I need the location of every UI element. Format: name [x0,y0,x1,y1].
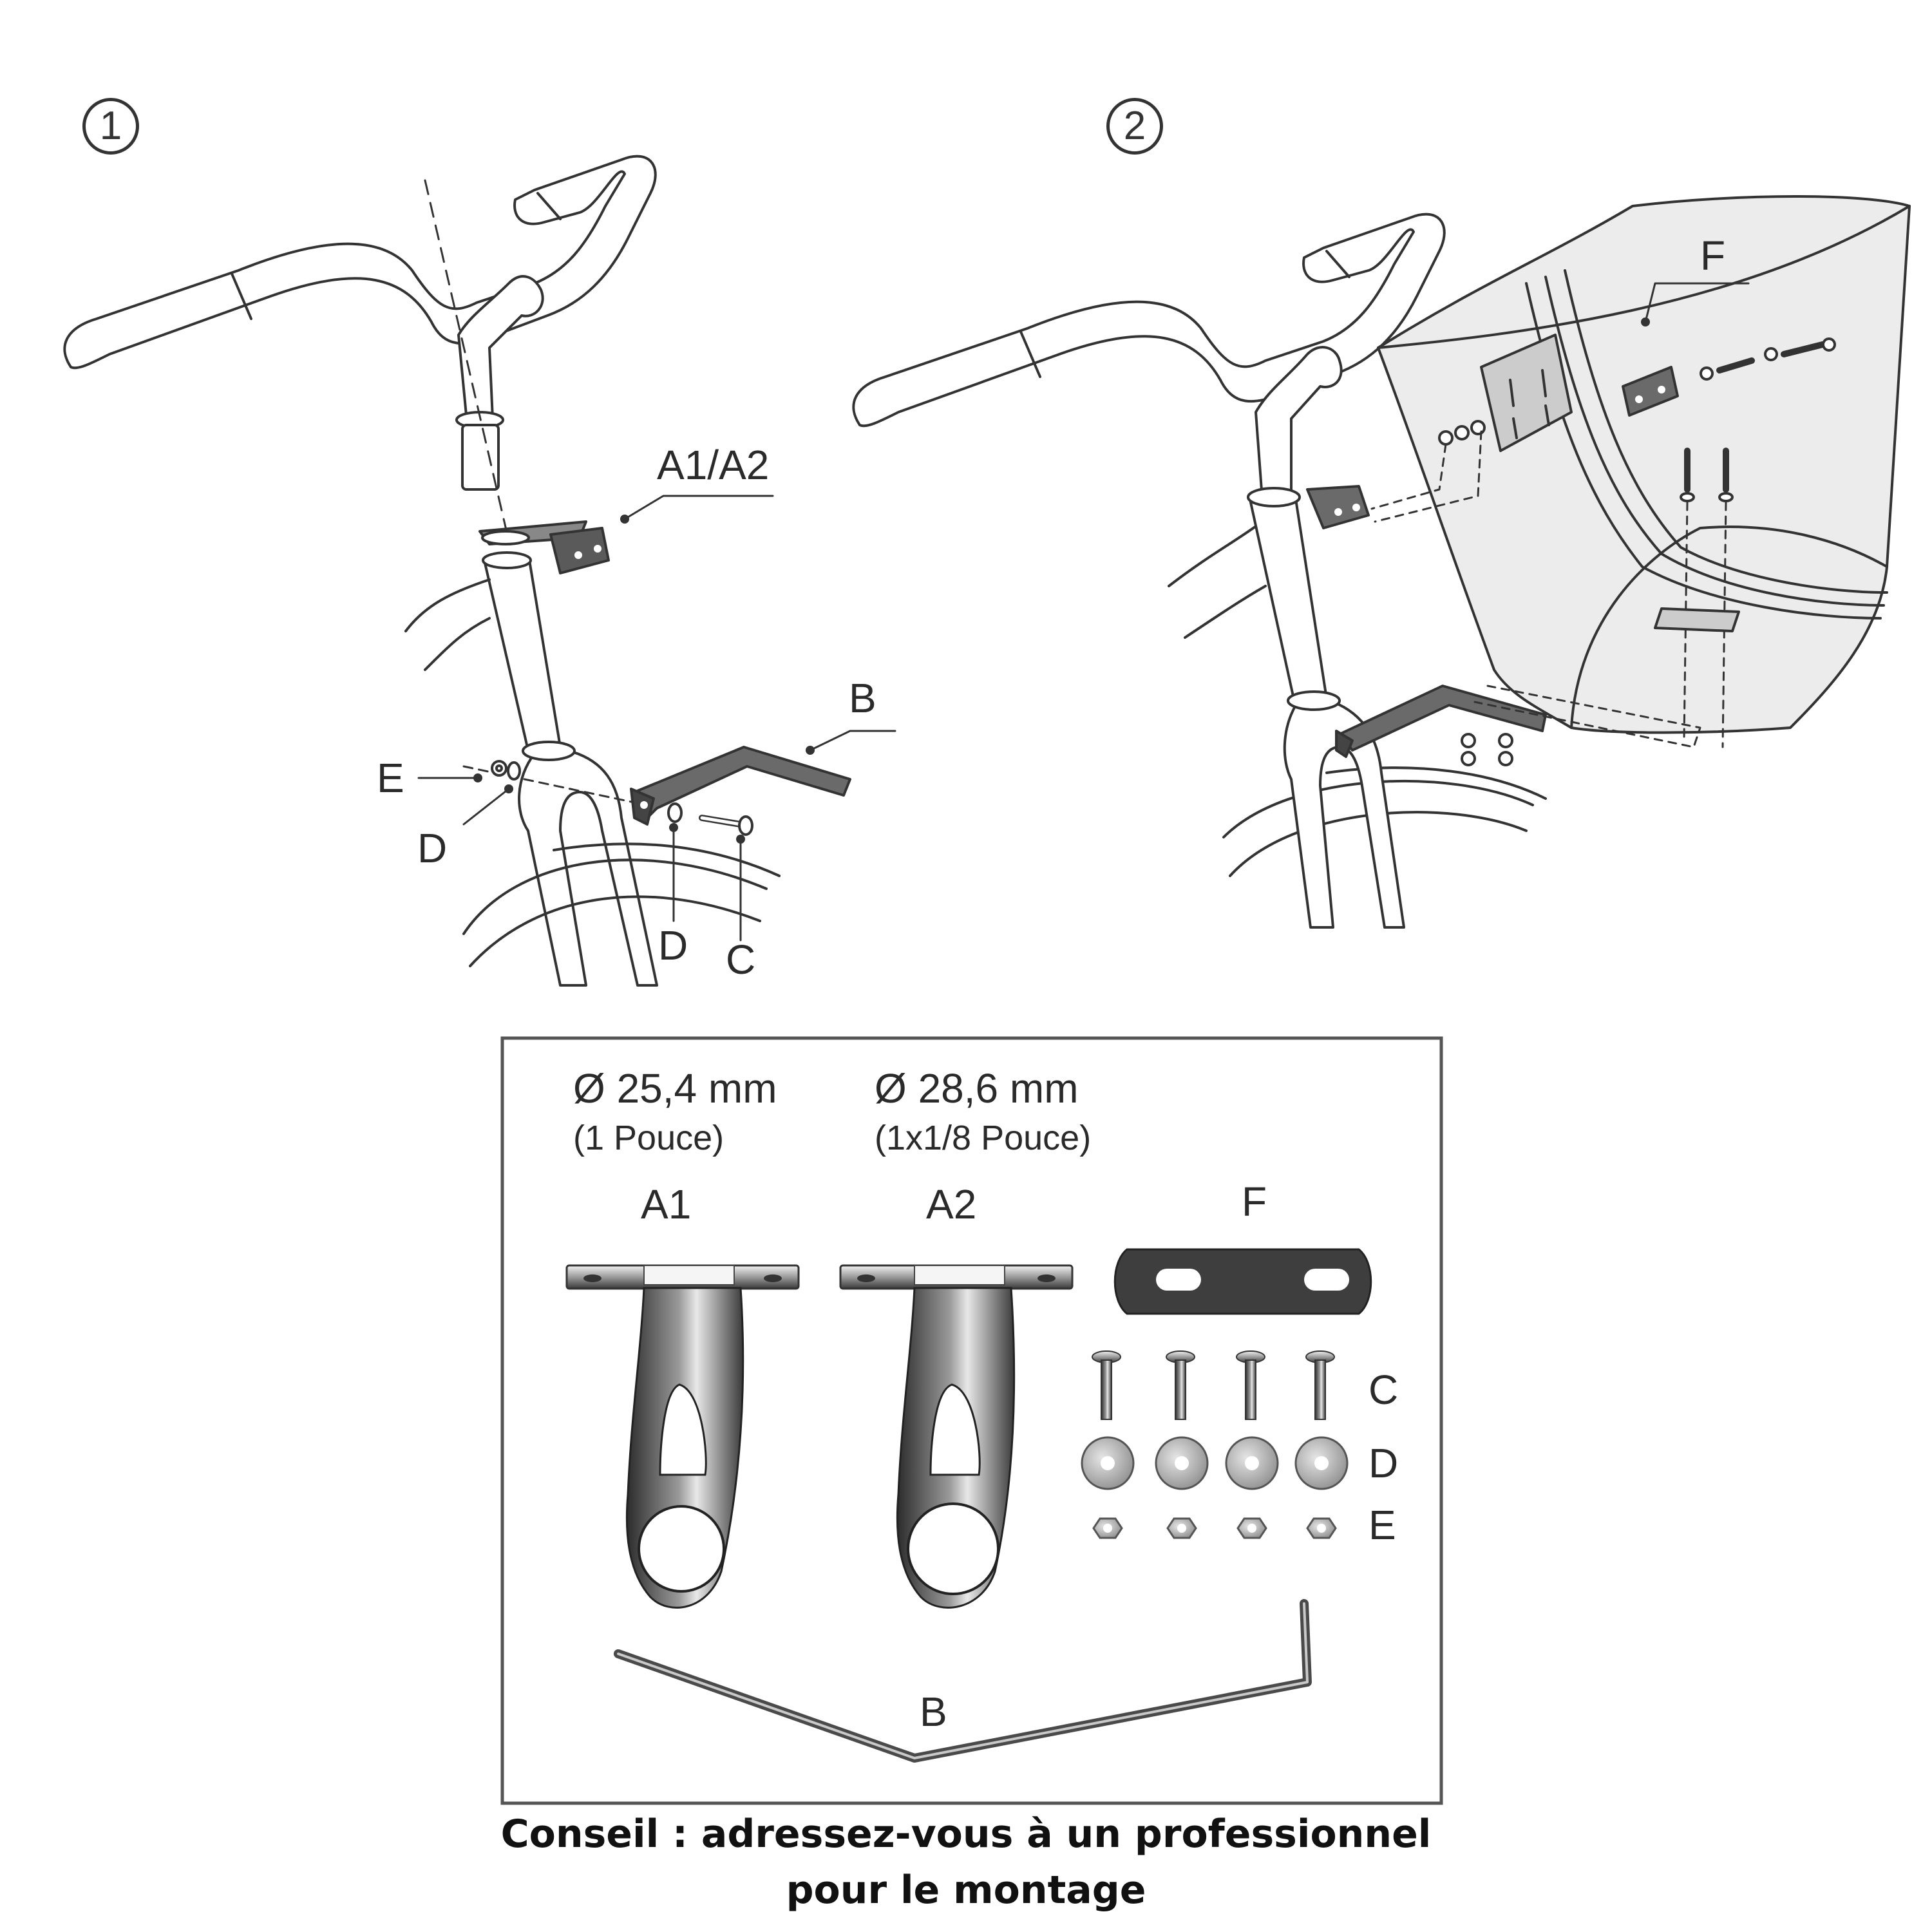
step1-bracket-b [630,746,851,826]
step2-drawing [852,195,1911,929]
step2-bracket-a [1306,485,1370,529]
step2-dash-bottom [1473,685,1701,748]
step2-basket-rib-3 [1564,269,1888,594]
step1-top-tube [404,578,491,671]
step1-stem [457,275,544,423]
step1-washer-d-left [507,761,521,781]
step1-fork [518,749,658,987]
step2-bolts-top [1716,341,1826,374]
part-e-nuts [1092,1517,1337,1539]
label-b-step1: B [849,675,876,721]
e-label: E [1368,1502,1396,1548]
a1-label: A1 [641,1181,692,1227]
step2-leader-f [1644,282,1750,323]
step1-bracket-a [478,520,610,574]
label-d-left-step1: D [417,825,448,871]
caption-line-2: pour le montage [786,1868,1146,1913]
step2-top-tube [1168,520,1267,639]
step-1-number: 1 [82,98,139,155]
step1-headtube-top [482,551,532,569]
a2-label: A2 [926,1181,977,1227]
part-a1-image [565,1264,800,1609]
step2-grip-left [1019,330,1041,378]
step2-headtube [1249,498,1328,703]
step2-bracket-b [1338,685,1547,752]
part-d-washers [1081,1436,1349,1490]
step2-nuts-bottom [1461,733,1513,766]
step1-leader-d-left [462,788,510,826]
a1-inch: (1 Pouce) [573,1119,724,1157]
step1-wheel-tire [553,842,781,877]
a1-diameter: Ø 25,4 mm [573,1065,777,1112]
step2-nuts-left [1438,420,1486,446]
step1-grip-right [536,192,562,220]
step2-basket-rim [1377,205,1911,349]
label-c-step1: C [726,936,756,983]
step1-nut-e [491,760,507,777]
step2-dash-left [1370,430,1482,523]
step2-basket [1377,195,1911,734]
step1-wheel-inner [469,895,761,967]
step1-axis [424,179,510,542]
a2-diameter: Ø 28,6 mm [875,1065,1079,1112]
step2-plate-f [1622,366,1679,417]
parts-box [500,1036,1443,1805]
b-label: B [920,1689,947,1735]
step1-wheel-outer [462,858,768,935]
step1-drawing [63,155,896,987]
step2-fork-ring [1287,690,1341,711]
step2-basket-floor [1570,526,1888,729]
part-a2-image [839,1264,1074,1609]
caption-line-1: Conseil : adressez-vous à un professionn… [500,1812,1432,1857]
c-label: C [1368,1367,1399,1413]
label-e-step1: E [377,755,404,801]
part-f-image [1113,1248,1372,1315]
part-b-bar [614,1599,1312,1763]
step2-grip-right [1325,250,1350,278]
step1-quill [461,424,500,491]
step1-grip-left [231,272,252,320]
step1-handlebar [63,155,657,370]
label-d-bottom-step1: D [658,922,688,969]
step2-basket-bottom-plate [1654,607,1740,632]
step2-handlebar [852,213,1446,428]
step1-leader-a [623,495,774,520]
label-f-step2: F [1700,232,1726,279]
step1-headtube [483,559,562,752]
step2-bolts-vertical [1684,448,1729,493]
step1-leader-b [809,730,896,752]
step2-stem [1255,346,1343,500]
label-a1a2: A1/A2 [657,442,770,488]
step2-basket-rib-2 [1544,276,1885,607]
step1-washer-d-right [667,802,683,823]
part-c-screws [1092,1350,1335,1420]
f-label: F [1242,1179,1267,1225]
step1-bolt-c [699,815,753,836]
step2-stem-ring [1247,487,1301,507]
step1-bolt-axis [462,765,632,803]
a2-inch: (1x1/8 Pouce) [875,1119,1092,1157]
d-label: D [1368,1440,1399,1486]
step-2-number: 2 [1106,98,1163,155]
step1-fork-crown-ring [522,741,576,761]
